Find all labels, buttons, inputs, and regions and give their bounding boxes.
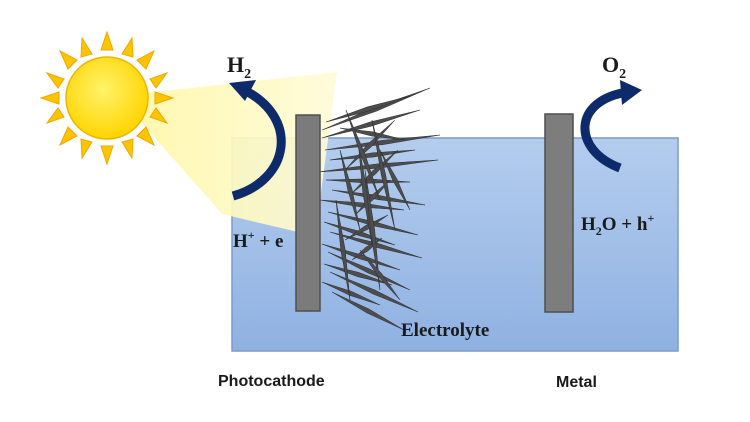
nanorod bbox=[329, 271, 419, 313]
nanorod bbox=[325, 95, 411, 123]
nanorod bbox=[357, 139, 373, 246]
curved-arrow-icon bbox=[229, 80, 286, 201]
nanorod bbox=[317, 159, 439, 173]
nanorod bbox=[339, 127, 406, 141]
nanorod bbox=[359, 249, 401, 301]
photocathode-label: Photocathode bbox=[218, 373, 325, 390]
nanorod bbox=[327, 251, 411, 291]
reactant-left-label: H+ + e bbox=[233, 228, 283, 252]
light-beam bbox=[118, 72, 337, 232]
nanorod bbox=[371, 119, 396, 231]
nanorod bbox=[339, 149, 361, 231]
metal-electrode bbox=[544, 113, 574, 313]
nanorod bbox=[345, 109, 381, 201]
reactant-right-label: H2O + h+ bbox=[581, 211, 654, 238]
sun-icon bbox=[39, 30, 175, 166]
nanorod bbox=[321, 281, 381, 306]
nanorod bbox=[335, 199, 351, 301]
nanorod bbox=[331, 291, 405, 331]
photocathode-electrode bbox=[295, 114, 321, 312]
nanorod-array bbox=[317, 87, 441, 331]
o2-label: O2 bbox=[602, 52, 626, 82]
nanorod bbox=[344, 214, 389, 241]
curved-arrow-icon bbox=[580, 80, 642, 173]
electrolyte-label: Electrolyte bbox=[401, 320, 489, 341]
nanorod bbox=[323, 221, 396, 246]
nanorod bbox=[379, 149, 411, 211]
metal-label: Metal bbox=[556, 374, 597, 391]
nanorod bbox=[364, 169, 381, 291]
h2-label: H2 bbox=[227, 52, 251, 82]
nanorod bbox=[324, 134, 441, 151]
nanorod bbox=[319, 199, 405, 211]
